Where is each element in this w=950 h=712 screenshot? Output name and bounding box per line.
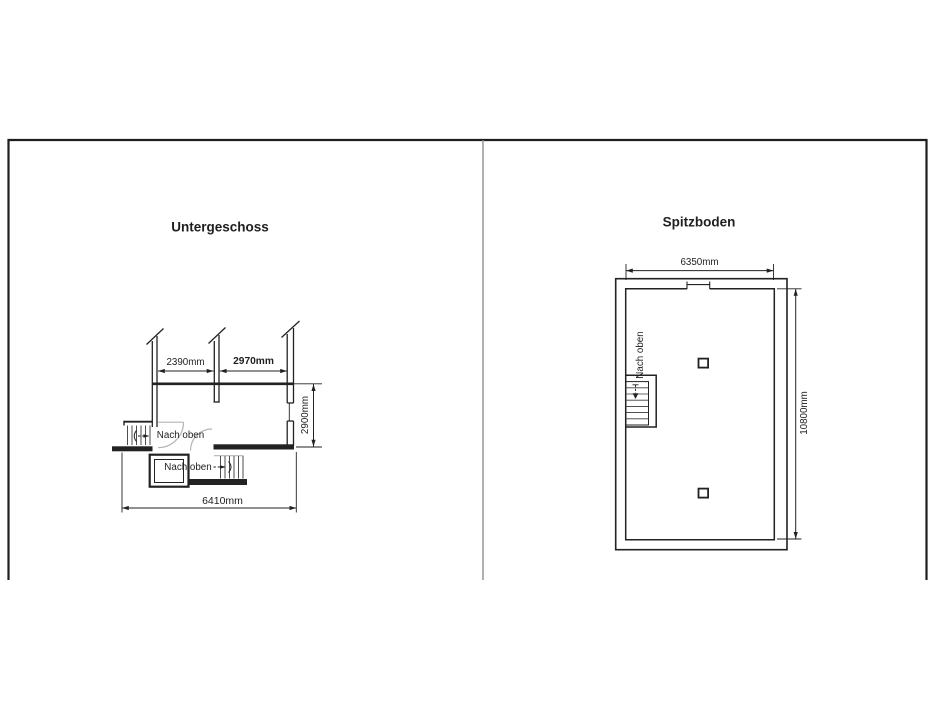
stair-cut-mark	[228, 461, 232, 473]
shaft-room	[148, 453, 190, 488]
wall-break-mark	[146, 328, 164, 345]
wall-right	[281, 320, 300, 446]
stair-enclosure	[625, 374, 657, 428]
column-post	[697, 357, 710, 369]
stair-label-right-plan: Nach oben	[634, 330, 646, 379]
plan-title-spitzboden: Spitzboden	[662, 214, 736, 230]
stair-cut-mark	[133, 430, 137, 442]
wall-middle	[208, 327, 226, 403]
stair-arrow-icon	[220, 465, 226, 469]
dimension-total-width	[121, 452, 297, 513]
plan-title-untergeschoss: Untergeschoss	[171, 219, 269, 235]
dim-label-6410: 6410mm	[202, 494, 243, 507]
dim-label-2390: 2390mm	[166, 356, 205, 368]
stair-treads	[625, 387, 649, 420]
outer-wall	[614, 277, 788, 551]
stair-run	[625, 381, 650, 426]
door-arc	[157, 422, 185, 449]
wall-break-mark	[208, 327, 226, 344]
dimension-width	[625, 264, 774, 280]
dim-label-2970: 2970mm	[233, 355, 274, 367]
wall-left	[146, 328, 164, 427]
wall-break-mark	[281, 320, 300, 338]
wall-stair-base	[188, 479, 247, 485]
door-arc	[189, 428, 213, 451]
floor-plan-spitzboden	[614, 264, 802, 551]
dim-label-6350: 6350mm	[680, 257, 719, 269]
floor-plan-untergeschoss	[112, 320, 322, 513]
stairwell	[625, 374, 657, 428]
dim-label-10800: 10800mm	[798, 390, 810, 435]
door-symbols	[157, 421, 213, 451]
stair-label-lower: Nach oben	[164, 461, 212, 473]
roof-opening	[686, 281, 711, 289]
dimension-room-widths	[158, 368, 287, 374]
window-symbol	[287, 402, 294, 422]
frame-border	[7, 138, 928, 580]
stair-arrow-icon	[632, 393, 639, 399]
stair-treads	[127, 425, 151, 445]
dim-label-2900: 2900mm	[300, 395, 312, 434]
stair-label-upper: Nach oben	[156, 429, 205, 441]
stair-arrow-icon	[143, 434, 150, 438]
stairs-lower	[188, 455, 247, 485]
wall-stair-base	[112, 446, 153, 452]
column-post	[697, 487, 710, 499]
dimension-room-height	[294, 383, 322, 448]
stairs-upper	[112, 420, 153, 452]
inner-wall	[624, 288, 776, 541]
sheet-frame	[7, 138, 928, 580]
wall-bottom	[213, 444, 294, 450]
dimension-height	[777, 288, 802, 540]
